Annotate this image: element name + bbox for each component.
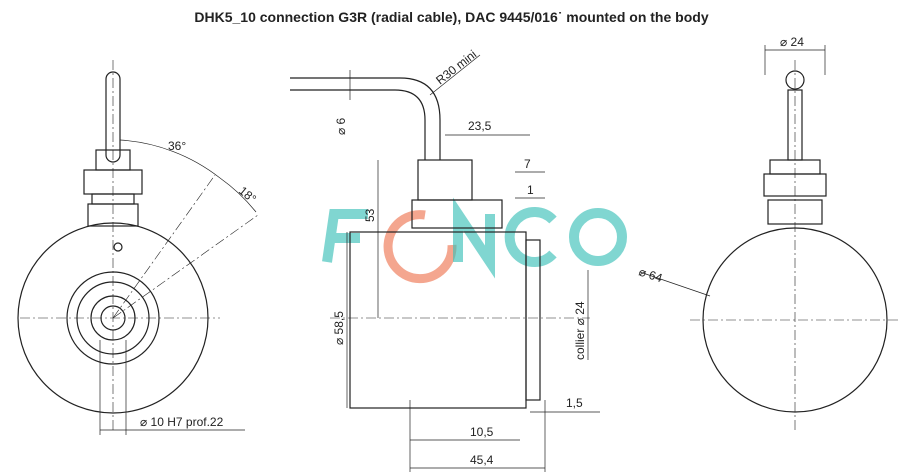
dim-1-label: 1	[527, 183, 534, 197]
angle-36-label: 36°	[168, 139, 186, 153]
rear-diameter-24-label: ⌀ 24	[780, 35, 804, 49]
dim-10-5-label: 10,5	[470, 425, 494, 439]
drawing-title: DHK5_10 connection G3R (radial cable), D…	[194, 9, 709, 25]
rear-view: ⌀ 24 ⌀ 64	[637, 35, 900, 430]
angle-18-label: 18°	[236, 184, 259, 207]
cable-diameter-label: ⌀ 6	[334, 117, 348, 135]
body-diameter-label: ⌀ 58,5	[332, 311, 346, 345]
bend-radius-label: R30 mini	[433, 47, 479, 87]
bore-diameter-label: ⌀ 10 H7 prof.22	[140, 415, 224, 429]
rear-diameter-64-label: ⌀ 64	[637, 265, 664, 286]
collar-diameter-label: collier ⌀ 24	[573, 301, 587, 360]
dim-7-label: 7	[524, 157, 531, 171]
front-view: 36° 18° ⌀ 10 H7 prof.22	[17, 60, 259, 435]
dim-23-5-label: 23,5	[468, 119, 492, 133]
dim-1-5-label: 1,5	[566, 396, 583, 410]
dim-45-4-label: 45,4	[470, 453, 494, 467]
height-53-label: 53	[363, 208, 377, 222]
fenco-watermark-logo	[322, 197, 627, 284]
